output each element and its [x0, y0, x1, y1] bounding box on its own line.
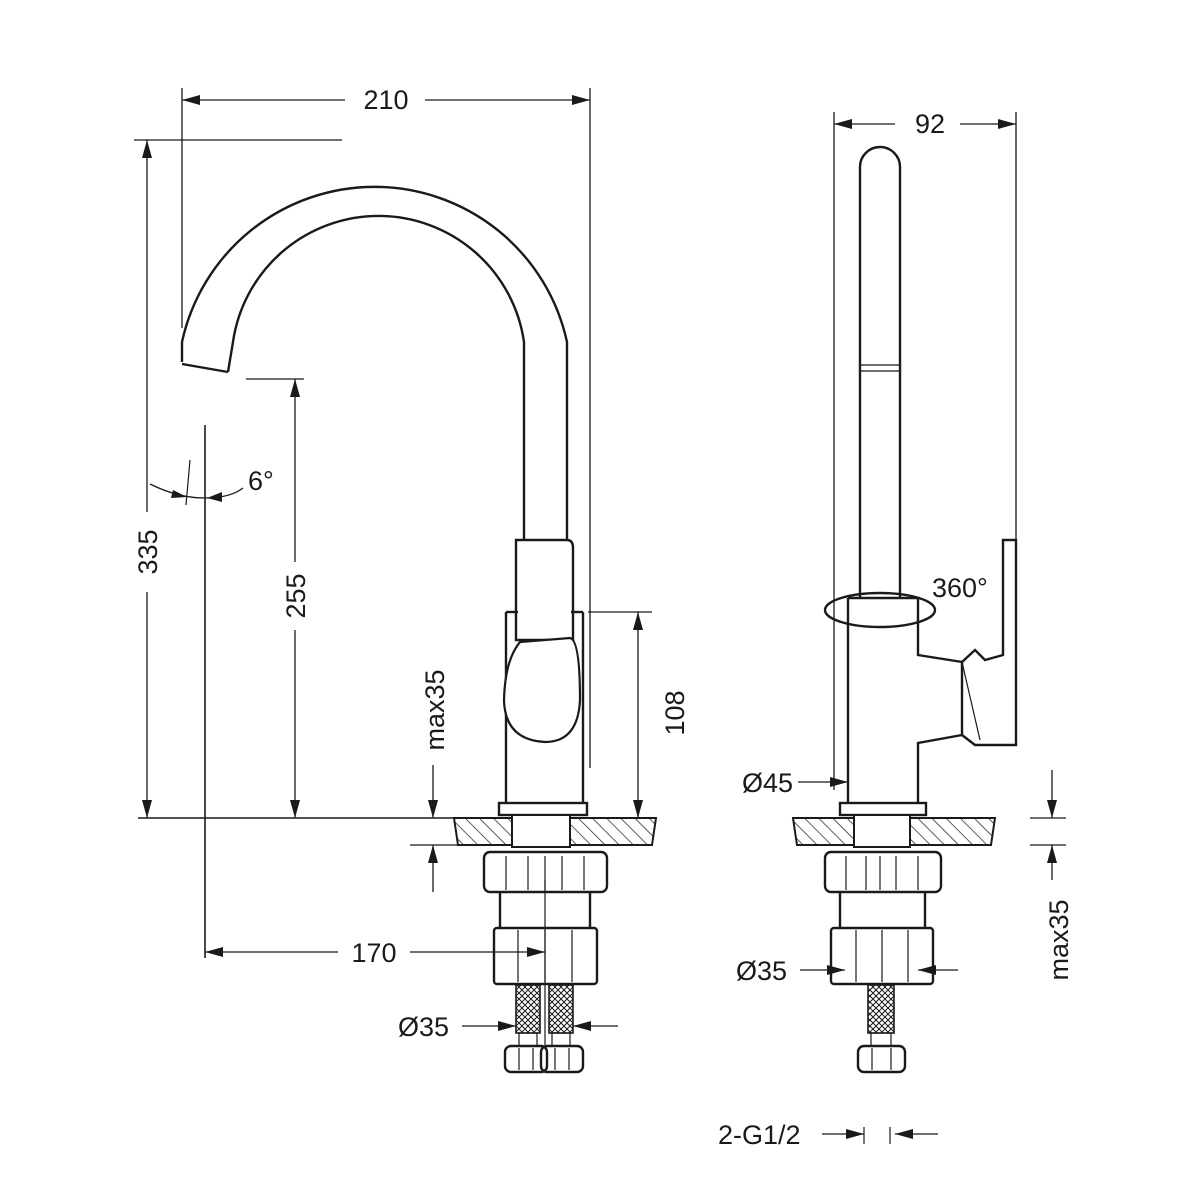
hose-diameter-label: Ø35 [398, 1012, 449, 1042]
depth-label: 92 [915, 109, 945, 139]
front-mount-thickness-label: max35 [420, 669, 450, 750]
front-view: 210 335 255 6° [133, 85, 690, 1074]
side-body [838, 538, 1018, 817]
side-mount-thickness-label: max35 [1044, 899, 1074, 980]
dim-body-height: 108 [588, 611, 690, 818]
dim-spout-angle: 6° [149, 466, 274, 502]
nut-diameter-label: Ø35 [736, 956, 787, 986]
body-height-label: 108 [660, 690, 690, 735]
connection-label: 2-G1/2 [718, 1120, 801, 1150]
dim-base-diameter: Ø45 [742, 768, 848, 798]
dim-spout-height: 255 [246, 378, 311, 818]
side-fixing-assembly [823, 850, 943, 986]
front-hoses [503, 984, 585, 1074]
dim-front-mount-thickness: max35 [410, 669, 458, 892]
spout-height-label: 255 [281, 573, 311, 618]
rotation-label: 360° [932, 573, 988, 603]
dim-hose-diameter: Ø35 [398, 1012, 618, 1042]
side-rotation-indicator: 360° [823, 573, 988, 629]
side-hose [856, 984, 907, 1074]
overall-width-label: 210 [363, 85, 408, 115]
front-spout [180, 185, 569, 540]
dim-spout-reach: 170 [205, 938, 545, 968]
overall-height-label: 335 [133, 529, 163, 574]
front-lever-handle [502, 636, 582, 744]
front-body [497, 538, 589, 817]
base-diameter-label: Ø45 [742, 768, 793, 798]
dim-nut-diameter: Ø35 [736, 956, 958, 986]
side-view: 360° [718, 109, 1074, 1150]
dim-side-mount-thickness: max35 [1030, 770, 1074, 981]
spout-angle-label: 6° [248, 466, 274, 496]
side-spout [858, 145, 902, 598]
dim-overall-height: 335 [133, 139, 342, 818]
front-countertop [452, 814, 658, 848]
dim-overall-width: 210 [181, 85, 591, 768]
dim-connection: 2-G1/2 [718, 1120, 938, 1150]
dim-depth: 92 [833, 109, 1017, 790]
side-countertop [791, 814, 997, 848]
spout-reach-label: 170 [351, 938, 396, 968]
